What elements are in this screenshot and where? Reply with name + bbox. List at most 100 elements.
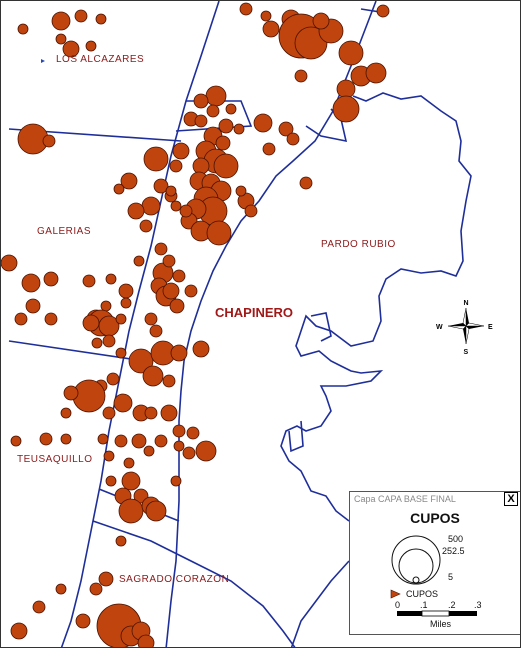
cupos-circle — [182, 446, 196, 460]
cupos-circle — [105, 475, 117, 487]
cupos-circle — [128, 348, 154, 374]
zone-label-galerias: GALERIAS — [37, 226, 91, 237]
cupos-circle — [172, 424, 186, 438]
cupos-circle — [184, 284, 198, 298]
cupos-circle — [173, 440, 185, 452]
cupos-circle — [42, 134, 56, 148]
cupos-circle — [17, 23, 29, 35]
zone-label-pardo-rubio: PARDO RUBIO — [321, 239, 396, 250]
cupos-circle — [55, 33, 67, 45]
cupos-circle — [120, 172, 138, 190]
cupos-circle — [145, 500, 167, 522]
compass-n: N — [464, 300, 469, 307]
cupos-circle — [195, 440, 217, 462]
cupos-circle — [170, 200, 182, 212]
cupos-circle — [192, 157, 210, 175]
legend-circle-large — [391, 535, 441, 585]
scale-tick-1: .1 — [420, 600, 428, 610]
cupos-circle — [218, 118, 234, 134]
cupos-circle — [118, 498, 144, 524]
ravine-2 — [310, 312, 332, 342]
cupos-circle — [162, 374, 176, 388]
cupos-circle — [193, 93, 209, 109]
cupos-circle — [154, 242, 168, 256]
south-edge — [290, 560, 350, 647]
cupos-circle — [55, 583, 67, 595]
cupos-circle — [39, 432, 53, 446]
cupos-circle — [120, 297, 132, 309]
cupos-circles — [1, 2, 390, 647]
cupos-circle — [162, 282, 180, 300]
cupos-circle — [206, 220, 232, 246]
cupos-circle — [262, 20, 280, 38]
cupos-circle — [172, 142, 190, 160]
legend-titlebar[interactable]: Capa CAPA BASE FINAL X — [350, 492, 520, 506]
cupos-circle — [169, 159, 183, 173]
cupos-circle — [169, 298, 185, 314]
cupos-circle — [338, 40, 364, 66]
cupos-circle — [194, 114, 208, 128]
legend-value-mid: 252.5 — [442, 546, 465, 556]
legend-close-button[interactable]: X — [504, 492, 518, 506]
cupos-circle — [89, 582, 103, 596]
cupos-circle — [43, 271, 59, 287]
cupos-circle — [97, 433, 109, 445]
cupos-circle — [260, 10, 272, 22]
cupos-circle — [121, 471, 141, 491]
compass-e: E — [488, 324, 493, 331]
cupos-circle — [192, 340, 210, 358]
district-boundaries — [8, 1, 472, 647]
cupos-circle — [60, 433, 72, 445]
cupos-circle — [141, 196, 161, 216]
cupos-circle — [10, 435, 22, 447]
cupos-circle — [72, 379, 106, 413]
cupos-circle — [123, 457, 135, 469]
legend-symbol-label: CUPOS — [406, 589, 438, 599]
cupos-circle — [115, 313, 127, 325]
marker-icon — [41, 59, 45, 63]
cupos-circle — [294, 69, 308, 83]
scale-unit: Miles — [430, 619, 452, 629]
cupos-circle — [149, 324, 163, 338]
legend-graphics: 500 252.5 5 CUPOS 0 .1 .2 .3 Miles — [390, 534, 482, 629]
cupos-circle — [103, 450, 115, 462]
zone-labels: LOS ALCAZARES GALERIAS PARDO RUBIO CHAPI… — [17, 54, 396, 585]
cupos-circle — [102, 406, 116, 420]
legend-circle-medium — [398, 548, 434, 584]
legend-heading: CUPOS — [410, 510, 460, 526]
cupos-circle — [113, 393, 133, 413]
scale-bar — [397, 610, 477, 617]
cupos-circle — [25, 298, 41, 314]
cupos-circle — [51, 11, 71, 31]
compass-s: S — [464, 349, 469, 356]
cupos-circle — [102, 334, 116, 348]
cupos-circle — [376, 4, 390, 18]
cupos-circle — [21, 273, 41, 293]
cupos-circle — [179, 204, 193, 218]
cupos-circle — [14, 312, 28, 326]
cupos-circle — [98, 571, 114, 587]
pardo-rubio-east-edge — [280, 92, 472, 522]
cupos-circle — [365, 62, 387, 84]
cupos-circle — [63, 385, 79, 401]
cupos-circle — [233, 123, 245, 135]
cupos-circle — [286, 132, 300, 146]
cupos-circle — [82, 314, 100, 332]
cupos-circle — [235, 185, 247, 197]
cupos-circle — [113, 183, 125, 195]
cupos-circle — [139, 219, 153, 233]
legend-panel[interactable]: Capa CAPA BASE FINAL X CUPOS 500 252.5 5… — [349, 491, 520, 635]
cupos-circle — [60, 407, 72, 419]
cupos-circle — [225, 103, 237, 115]
cupos-circle — [294, 26, 328, 60]
cupos-circle — [143, 146, 169, 172]
west-boundary-road — [60, 1, 220, 647]
cupos-circle — [144, 312, 158, 326]
cupos-circle — [95, 13, 107, 25]
cupos-circle — [85, 40, 97, 52]
compass-w: W — [436, 324, 443, 331]
cupos-circle — [106, 372, 120, 386]
cupos-circle — [154, 434, 168, 448]
